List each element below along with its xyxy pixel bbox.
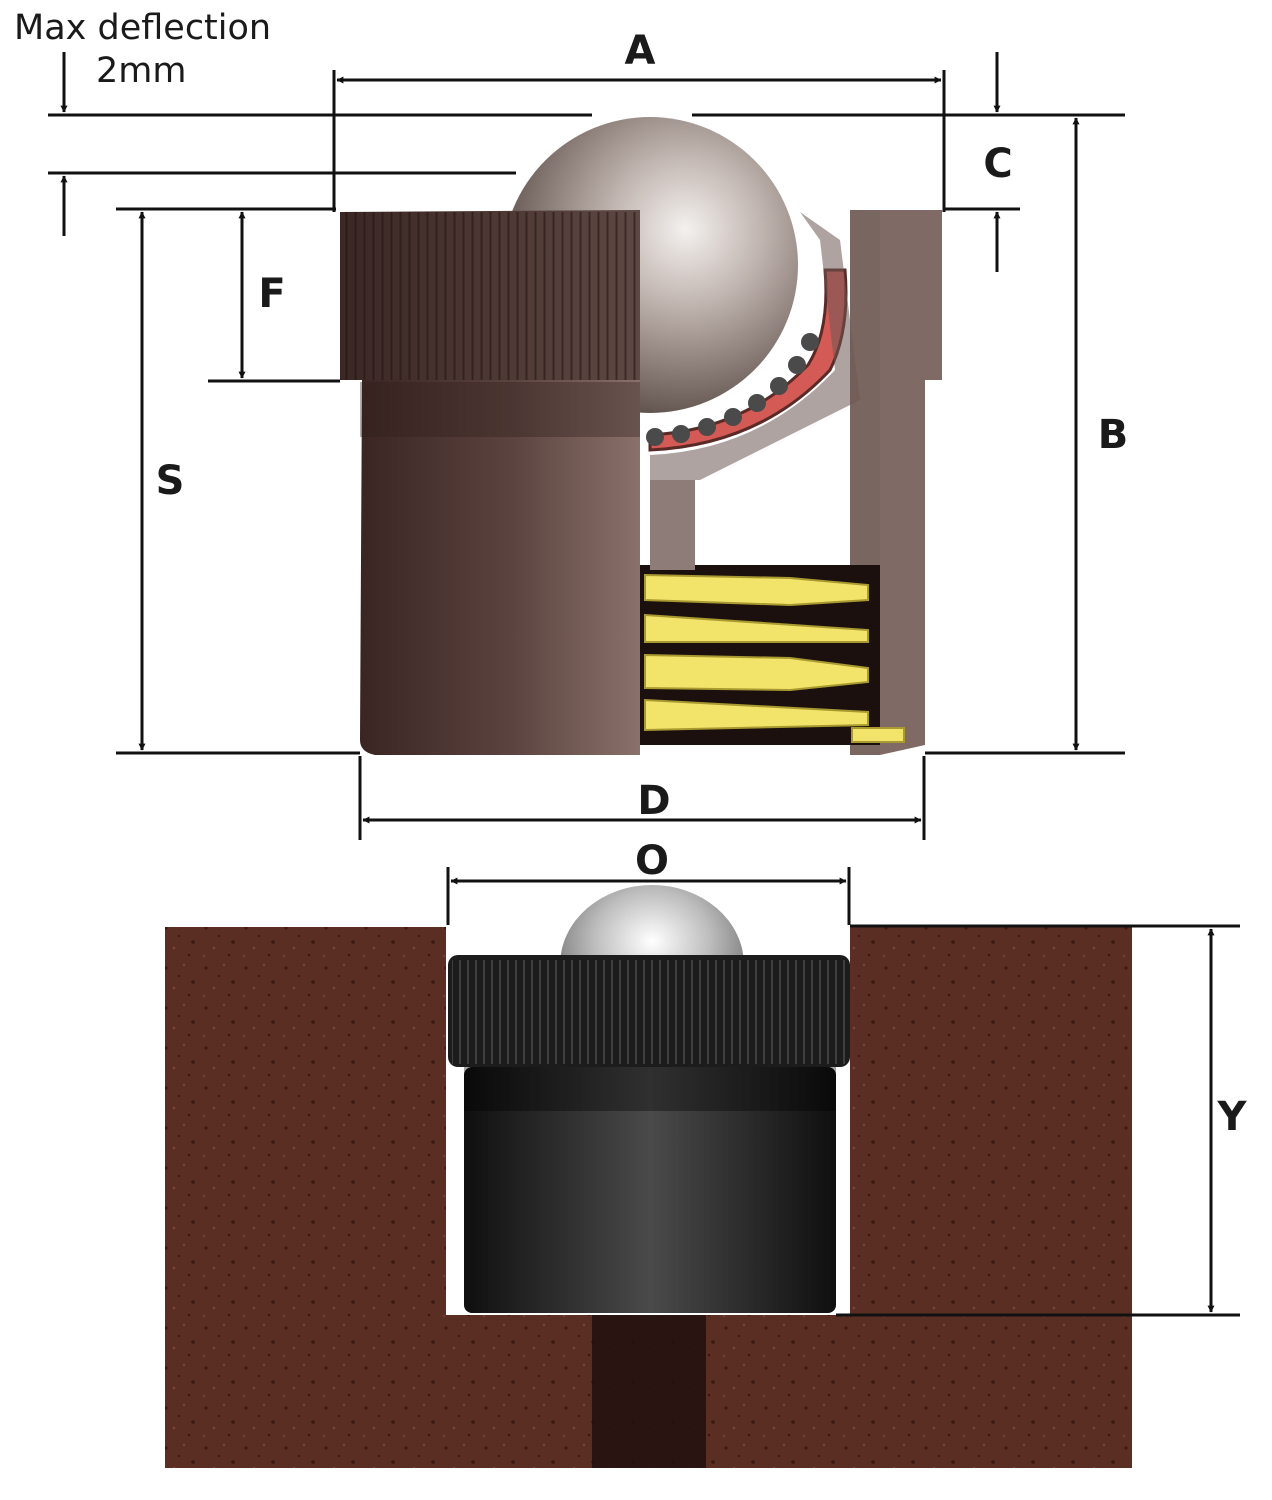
label-a: A bbox=[625, 28, 656, 74]
support-stem bbox=[650, 480, 695, 570]
label-s: S bbox=[156, 458, 185, 504]
label-f: F bbox=[258, 271, 285, 317]
spring bbox=[644, 573, 905, 743]
drain-hole bbox=[592, 1315, 706, 1468]
label-d: D bbox=[637, 778, 670, 824]
dimensions-top: Max deflection 2mm A C B S F D bbox=[14, 8, 1128, 840]
deflection-note-line1: Max deflection bbox=[14, 8, 271, 48]
dimensions-bottom: O Y bbox=[446, 838, 1248, 1317]
body-cylinder bbox=[360, 380, 640, 755]
label-y: Y bbox=[1217, 1094, 1248, 1140]
label-b: B bbox=[1098, 412, 1129, 458]
unit-section-view bbox=[340, 117, 942, 755]
installed-view bbox=[165, 885, 1132, 1468]
mounting-substrate bbox=[165, 927, 1132, 1468]
installed-body bbox=[464, 1067, 836, 1313]
label-o: O bbox=[635, 838, 669, 884]
support-balls bbox=[646, 333, 819, 446]
deflection-note-line2: 2mm bbox=[96, 51, 186, 91]
label-c: C bbox=[983, 141, 1012, 187]
housing-right-wall bbox=[790, 210, 942, 755]
